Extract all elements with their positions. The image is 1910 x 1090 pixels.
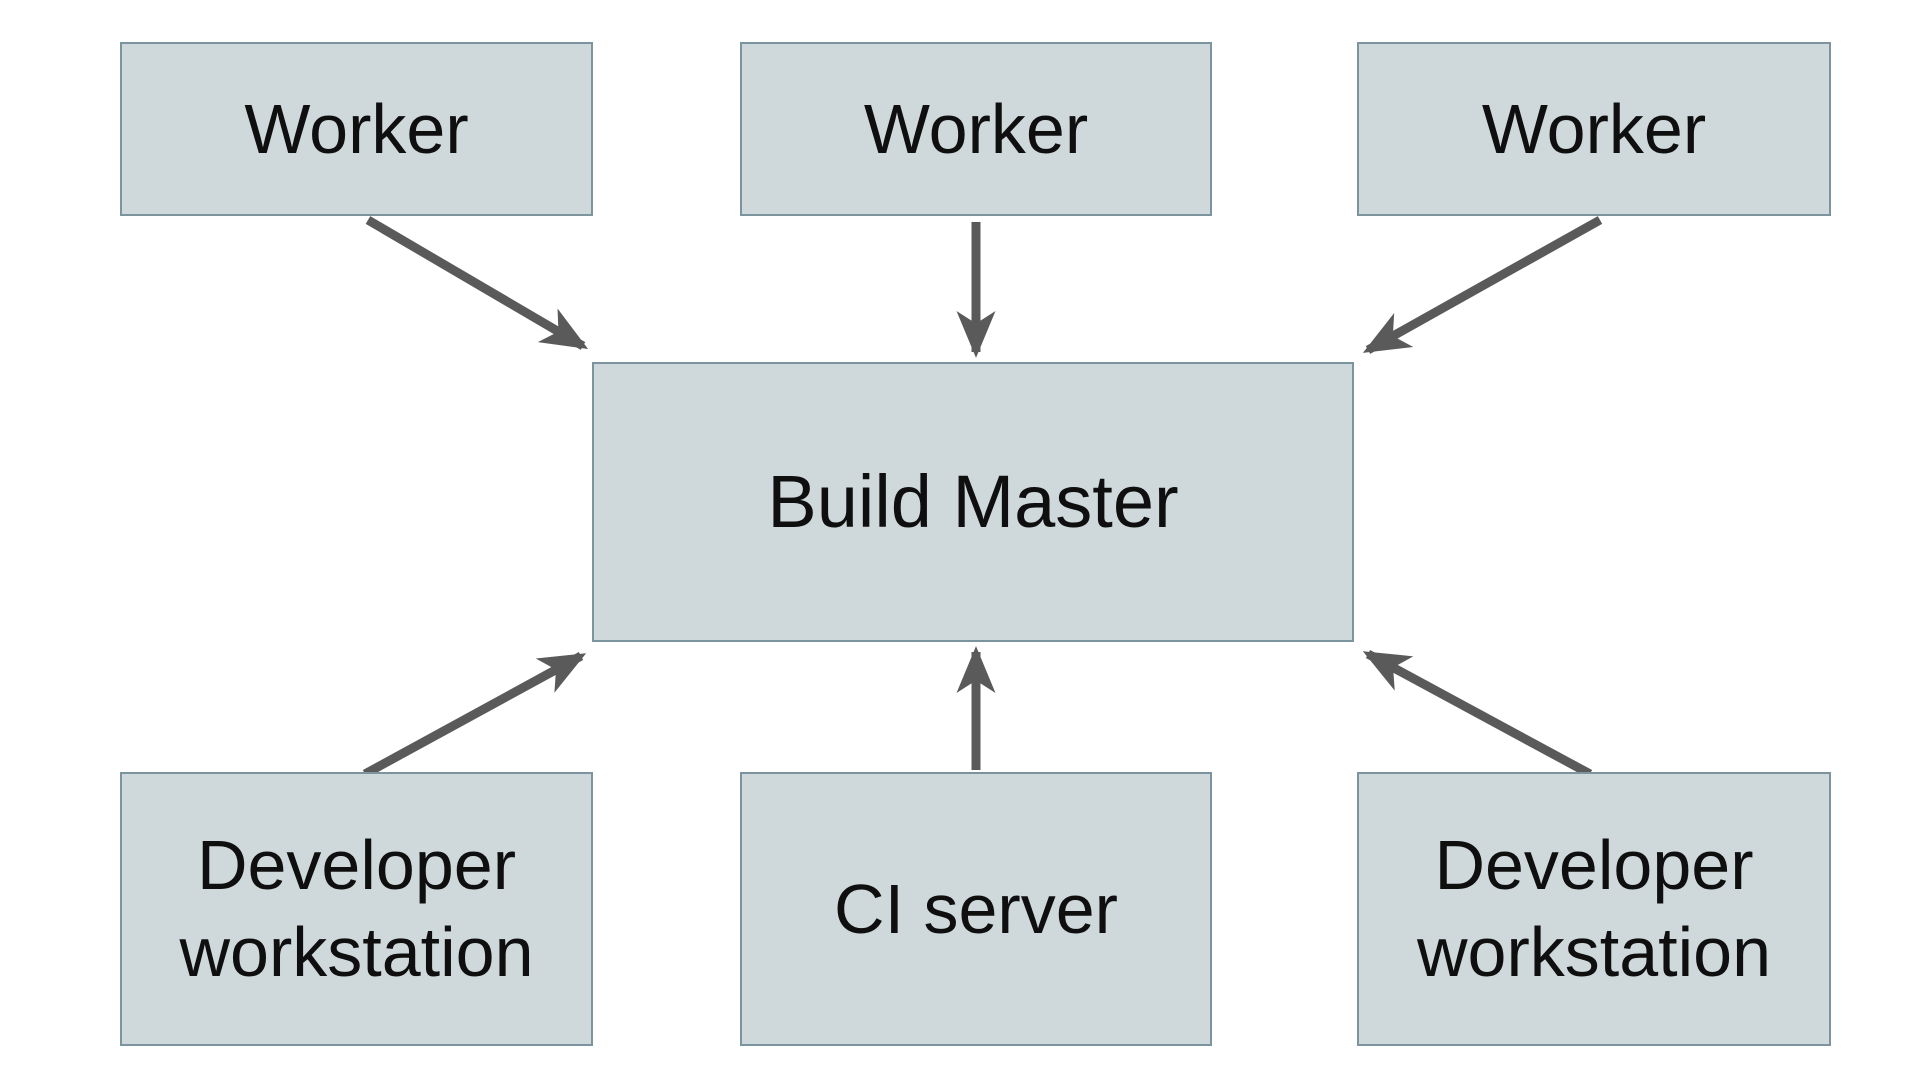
node-worker-1: Worker	[120, 42, 593, 216]
node-worker-2-label: Worker	[863, 89, 1089, 168]
node-developer-workstation-right: Developer workstation	[1357, 772, 1831, 1046]
node-worker-1-label: Worker	[244, 89, 469, 168]
node-worker-3-label: Worker	[1481, 89, 1707, 168]
arrow-worker1-to-buildmaster	[365, 216, 589, 350]
node-worker-2: Worker	[740, 42, 1212, 216]
node-developer-workstation-left-label: Developer workstation	[179, 826, 534, 991]
arrow-devws-right-to-buildmaster	[1362, 650, 1593, 778]
node-developer-workstation-left: Developer workstation	[120, 772, 593, 1046]
node-build-master-label: Build Master	[767, 460, 1179, 544]
node-ci-server-label: CI server	[834, 869, 1118, 948]
node-build-master: Build Master	[592, 362, 1354, 642]
node-developer-workstation-right-label: Developer workstation	[1416, 826, 1772, 991]
node-ci-server: CI server	[740, 772, 1212, 1046]
arrow-devws-left-to-buildmaster	[362, 652, 587, 778]
node-worker-3: Worker	[1357, 42, 1831, 216]
arrow-worker3-to-buildmaster	[1362, 216, 1603, 354]
